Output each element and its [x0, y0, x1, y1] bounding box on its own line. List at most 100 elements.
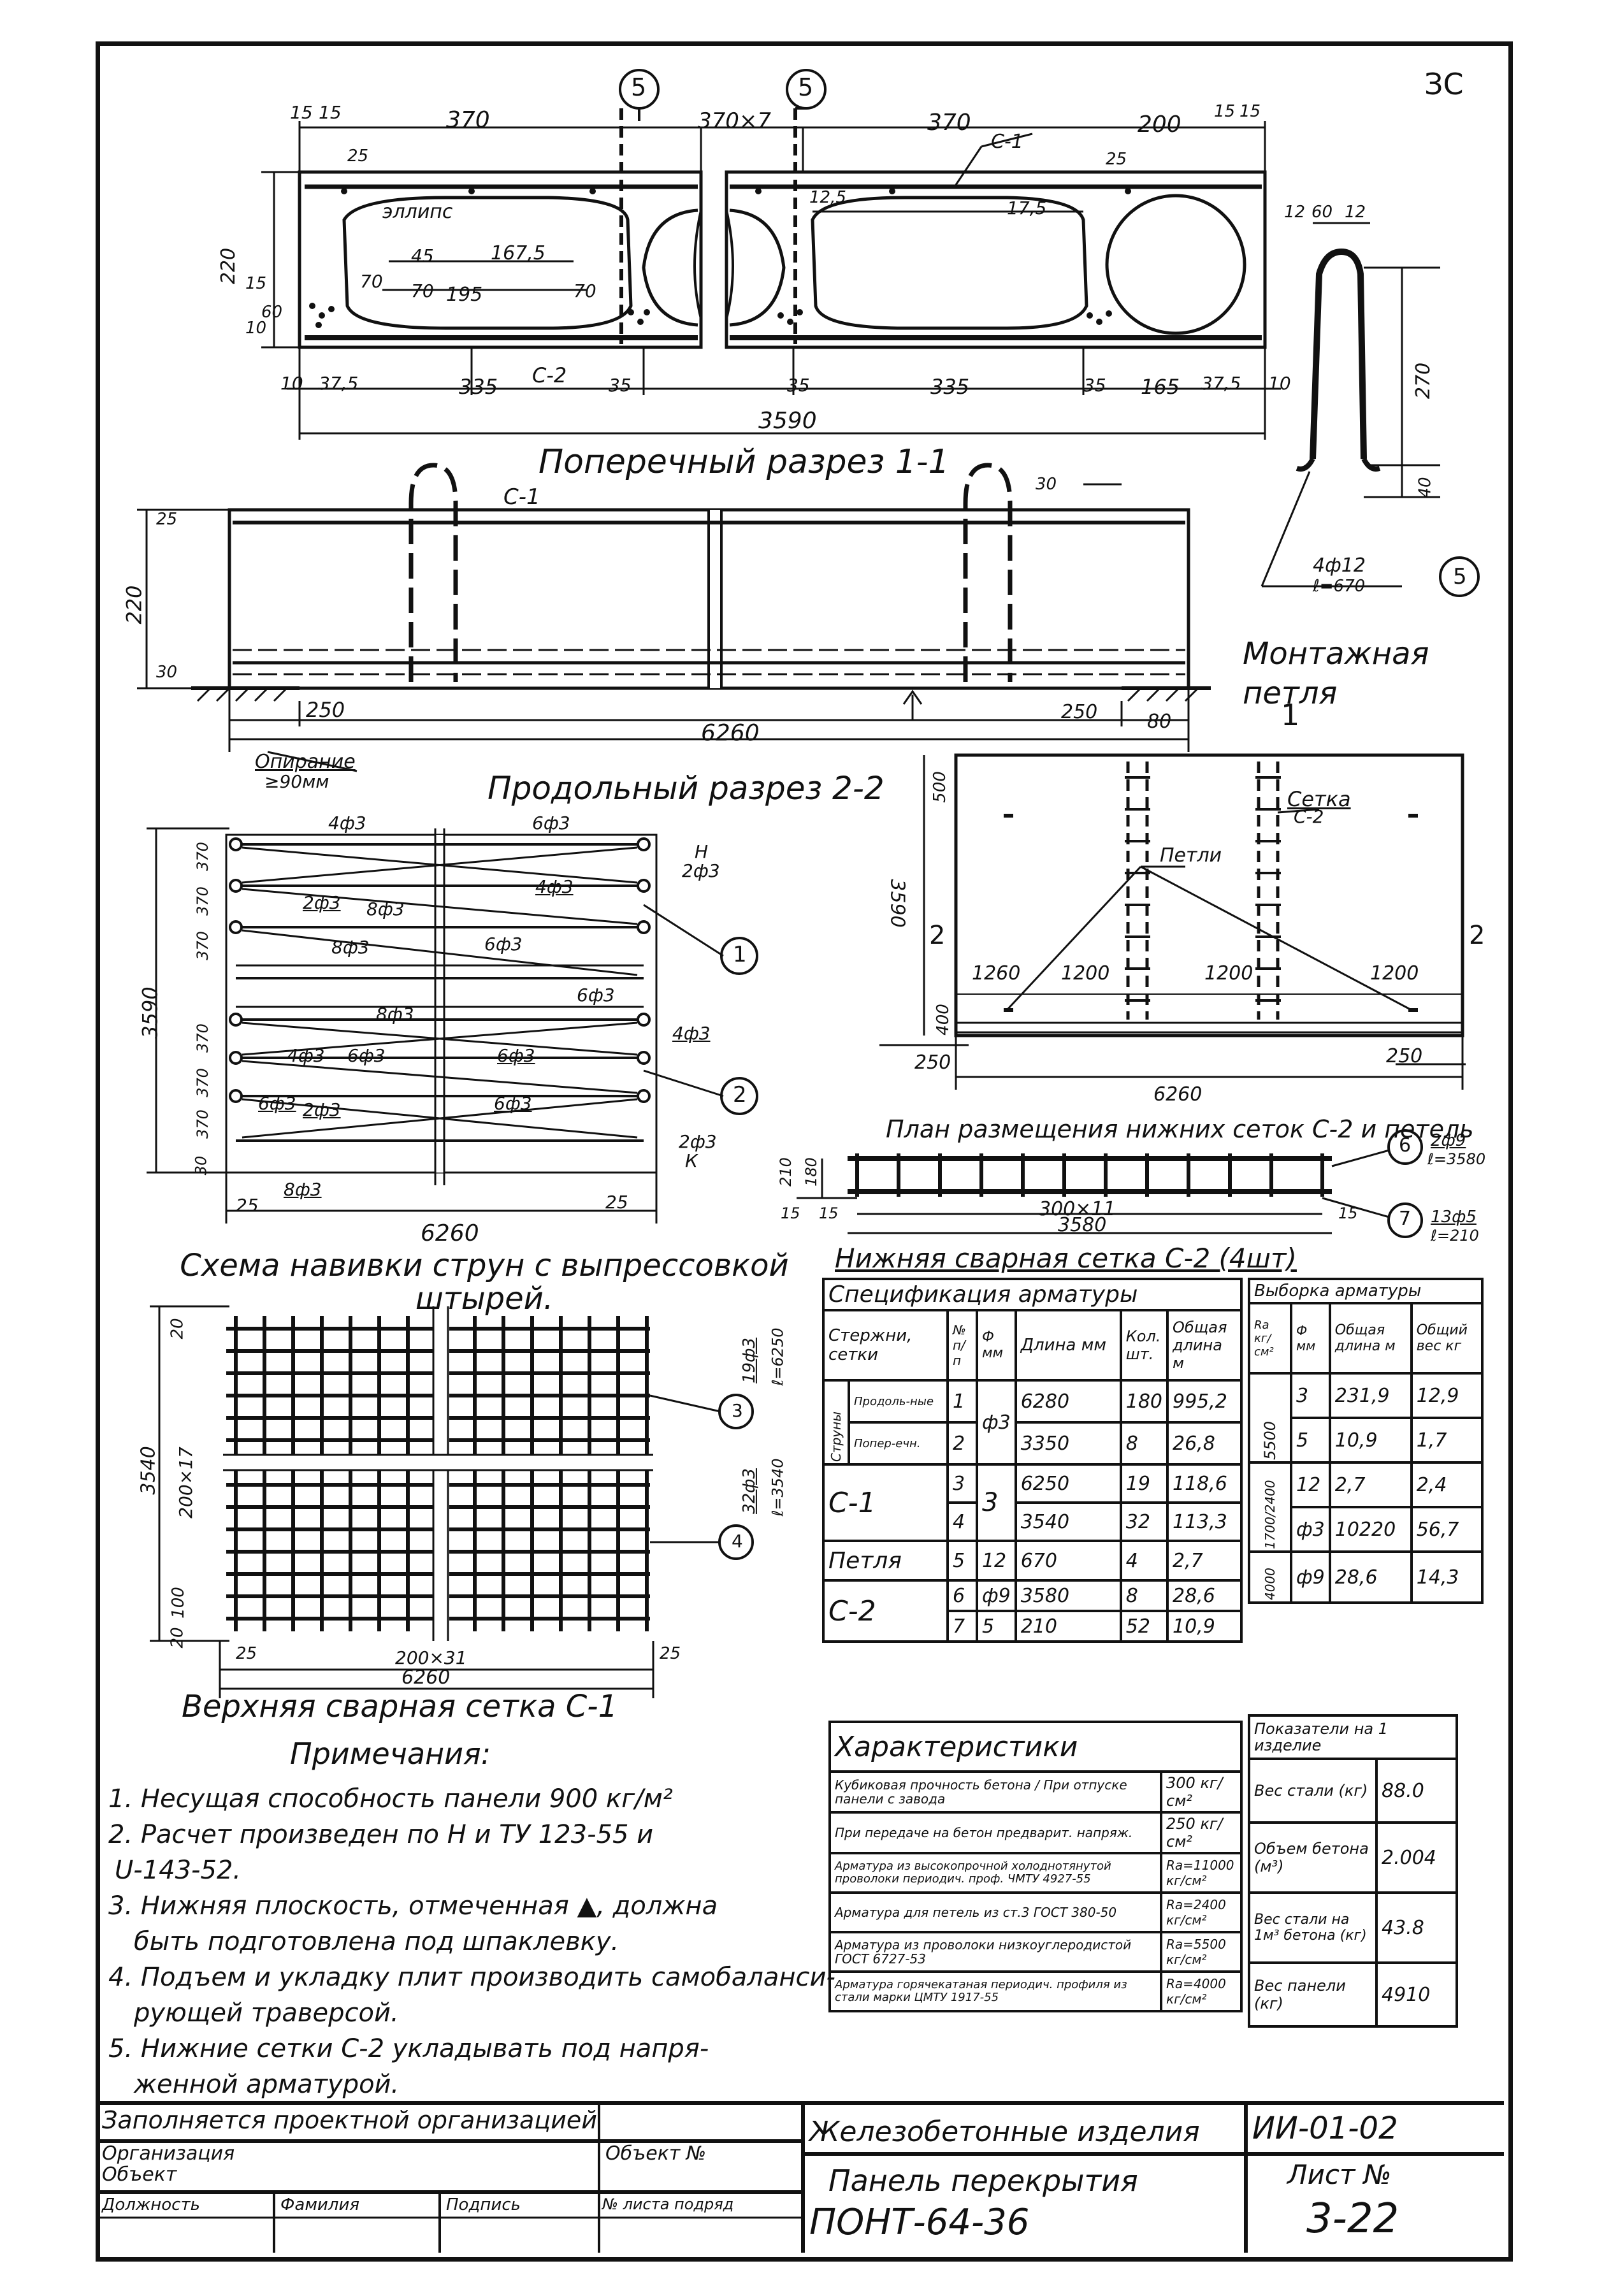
spec-r5-qty: 8	[1119, 1579, 1169, 1612]
strand-dim-370d: 370	[193, 1023, 212, 1053]
char-r2-label: Арматура из высокопрочной холоднотянутой…	[828, 1852, 1162, 1894]
section-1-1-ellipse-label: эллипс	[382, 201, 453, 223]
spec-h-qty: Кол. шт.	[1119, 1309, 1169, 1382]
section-1-1-dim-b35b: 35	[787, 375, 810, 396]
stamp-date: № листа подряд	[602, 2195, 734, 2213]
section-2-2-dim-25: 25	[156, 510, 178, 529]
strand-label-6f3e: 6ф3	[497, 1045, 535, 1066]
section-1-1-dim-220: 220	[217, 247, 240, 285]
note-4: 4. Подъем и укладку плит производить сам…	[108, 1963, 835, 1992]
strand-label-6f3d: 6ф3	[347, 1045, 386, 1066]
sel-r2-d: 12	[1290, 1461, 1331, 1508]
section-1-1-dim-70b: 70	[411, 280, 434, 301]
ind-r0-value: 88.0	[1375, 1758, 1458, 1824]
ind-r2-label: Вес стали на 1м³ бетона (кг)	[1248, 1891, 1378, 1964]
section-1-1-dim-25l: 25	[347, 147, 369, 166]
spec-r5-d: ф9	[975, 1579, 1017, 1612]
indicators-title: Показатели на 1 изделие	[1248, 1714, 1458, 1760]
ind-r1-value: 2.004	[1375, 1821, 1458, 1894]
char-r5-value: Rа=4000 кг/см²	[1160, 1970, 1243, 2012]
section-1-1-dim-125: 12,5	[809, 188, 846, 207]
char-r5-label: Арматура горячекатаная периодич. профиля…	[828, 1970, 1162, 2012]
section-1-1-dim-60l: 60	[261, 303, 283, 322]
section-1-1-dim-370b: 370	[927, 110, 971, 136]
plan-dim-1200a: 1200	[1061, 962, 1110, 985]
plan-lower-meshes	[879, 753, 1466, 1090]
upper-mesh-dim-200x17: 200×17	[175, 1447, 196, 1519]
stamp-product-line2: ПОНТ-64-36	[809, 2202, 1030, 2243]
plan-title: План размещения нижних сеток С-2 и петел…	[886, 1115, 1474, 1143]
loop-spec-count: 4ф12	[1313, 554, 1366, 577]
spec-r4-d: 12	[975, 1540, 1017, 1582]
stamp-product-line1: Панель перекрытия	[828, 2163, 1138, 2198]
strand-label-6f3b: 6ф3	[484, 934, 523, 955]
stamp-object-right: Объект №	[605, 2142, 707, 2165]
sel-h-d: Ф мм	[1290, 1302, 1331, 1375]
strand-dim-370c: 370	[193, 931, 212, 960]
characteristics-table: Характеристики Кубиковая прочность бетон…	[828, 1721, 1243, 2012]
sel-h-w: Общий вес кг	[1410, 1302, 1484, 1375]
section-1-1-dim-15d: 15	[1239, 102, 1261, 121]
section-1-1-c2-label: С-2	[532, 363, 567, 387]
strand-label-4f3a: 4ф3	[328, 812, 366, 834]
section-1-1-dim-370x7: 370×7	[698, 108, 772, 134]
spec-r2-d: 3	[975, 1463, 1017, 1542]
section-1-1-c1-label: С-1	[991, 131, 1023, 153]
section-1-1-dim-b165: 165	[1141, 375, 1180, 399]
upper-mesh-dim-20b: 20	[168, 1627, 187, 1649]
loop-spec-length: ℓ=670	[1313, 577, 1366, 596]
sel-r3-w: 56,7	[1410, 1506, 1484, 1553]
spec-r1-len: 3350	[1014, 1421, 1122, 1466]
sel-r0-ra: 5500	[1249, 1373, 1291, 1462]
strand-label-6f3c: 6ф3	[577, 985, 615, 1006]
spec-r1-num: 2	[946, 1421, 978, 1466]
plan-total: 6260	[1153, 1083, 1203, 1106]
upper-mesh-mark-3-spec2: ℓ=6250	[769, 1327, 787, 1386]
upper-mesh-title: Верхняя сварная сетка С-1	[182, 1689, 618, 1724]
strand-label-8f3c: 8ф3	[376, 1004, 414, 1025]
note-5-cont: женной арматурой.	[134, 2070, 400, 2099]
spec-r2-num: 3	[946, 1463, 978, 1504]
plan-section-mark-right: 2	[1469, 921, 1485, 950]
plan-dim-250a: 250	[914, 1051, 951, 1074]
lower-mesh-dim-210: 210	[776, 1157, 795, 1187]
strand-label-h: Н	[695, 841, 709, 862]
strand-label-6f3f: 6ф3	[494, 1093, 532, 1114]
sel-r0-w: 12,9	[1410, 1372, 1484, 1419]
section-1-1-dim-70a: 70	[360, 271, 383, 292]
char-r0-value: 300 кг/см²	[1160, 1770, 1243, 1814]
ind-r1-label: Объем бетона (м³)	[1248, 1821, 1378, 1894]
section-1-1-dim-b375b: 37,5	[1201, 373, 1241, 394]
lower-mesh-title: Нижняя сварная сетка С-2 (4шт)	[835, 1243, 1297, 1274]
section-1-1-dim-195: 195	[446, 284, 483, 306]
section-1-1-dim-b375a: 37,5	[319, 373, 359, 394]
ind-r2-value: 43.8	[1375, 1891, 1458, 1964]
section-2-2-dim-30a: 30	[156, 663, 178, 682]
section-1-1-dim-15a: 15	[290, 102, 313, 123]
spec-r0-total: 995,2	[1166, 1379, 1243, 1424]
upper-mesh-mark-3: 3	[732, 1400, 743, 1421]
note-2: 2. Расчет произведен по Н и ТУ 123-55 и	[108, 1820, 654, 1849]
spec-r1-name: Попер-ечн.	[848, 1421, 949, 1466]
longitudinal-section-2-2	[137, 463, 1211, 772]
sel-r4-len: 28,6	[1328, 1550, 1413, 1604]
lower-mesh-mark-7: 7	[1399, 1208, 1412, 1230]
spec-r3-qty: 32	[1119, 1501, 1169, 1542]
section-1-1-dim-200: 200	[1138, 112, 1181, 138]
section-2-2-dim-220: 220	[122, 585, 147, 625]
ind-r3-label: Вес панели (кг)	[1248, 1961, 1378, 2028]
strand-mark-1: 1	[733, 942, 747, 967]
spec-r0-name: Продоль-ные	[848, 1379, 949, 1424]
lower-mesh-mark-6-spec1: 2ф9	[1431, 1131, 1466, 1150]
lower-mesh-mark-7-spec2: ℓ=210	[1431, 1227, 1479, 1245]
note-1: 1. Несущая способность панели 900 кг/м²	[108, 1784, 673, 1814]
plan-petli-label: Петли	[1160, 844, 1222, 867]
lower-mesh-mark-6: 6	[1399, 1134, 1412, 1157]
upper-mesh-dim-20a: 20	[168, 1318, 187, 1339]
sel-r4-d: ф9	[1290, 1550, 1331, 1604]
plan-dim-500: 500	[930, 771, 950, 803]
loop-mark-5a: 5	[631, 73, 647, 101]
spec-r4-num: 5	[946, 1540, 978, 1582]
loop-mark-5: 5	[1453, 564, 1467, 589]
section-2-2-dim-80: 80	[1147, 711, 1172, 733]
